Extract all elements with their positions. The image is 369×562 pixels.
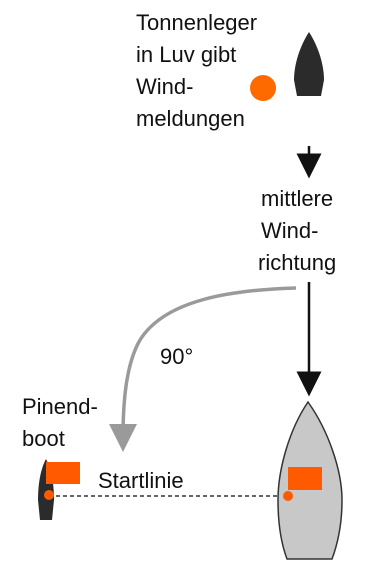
pin-boat-label-line1: Pinend- <box>22 394 98 419</box>
pin-end-flag <box>46 462 80 484</box>
committee-flag <box>288 467 322 490</box>
buoy-layer-boat <box>294 32 324 96</box>
committee-mark <box>283 491 293 501</box>
buoy-layer-label-line1: Tonnenleger <box>136 10 257 35</box>
pin-boat-label-line2: boot <box>22 426 65 451</box>
wind-label-line3: richtung <box>258 250 336 275</box>
orange-buoy <box>250 75 276 101</box>
start-line-label: Startlinie <box>98 468 184 493</box>
angle-label: 90° <box>160 344 193 369</box>
buoy-layer-label-line2: in Luv gibt <box>136 42 236 67</box>
wind-label-line1: mittlere <box>261 186 333 211</box>
buoy-layer-label-line3: Wind- <box>136 74 193 99</box>
right-angle-curved-arrow <box>109 286 297 452</box>
buoy-layer-label-line4: meldungen <box>136 106 245 131</box>
wind-label-line2: Wind- <box>261 218 318 243</box>
pin-end-mark <box>44 490 54 500</box>
